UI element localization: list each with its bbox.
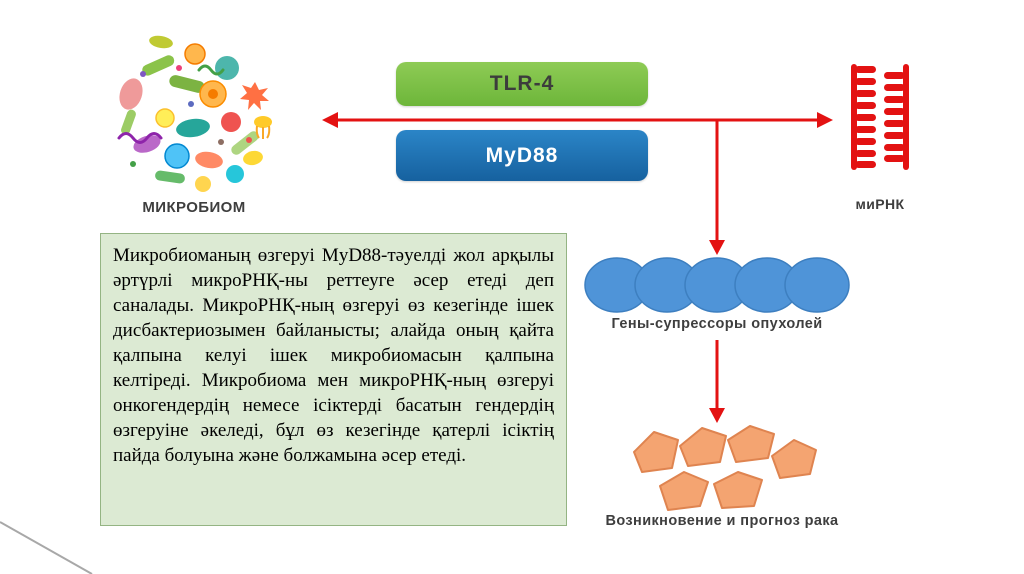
slide-corner-line [0, 521, 93, 574]
tlr4-box: TLR-4 [396, 62, 648, 106]
mirna-icon [851, 64, 909, 170]
suppressor-genes-label: Гены-супрессоры опухолей [611, 316, 823, 332]
tlr4-label: TLR-4 [489, 72, 555, 95]
description-textbox: Микробиоманың өзгеруі MyD88-тәуелді жол … [100, 233, 567, 526]
cancer-cells-illustration [633, 425, 817, 511]
microbiome-label: МИКРОБИОМ [142, 199, 246, 216]
myd88-box: MyD88 [396, 130, 648, 181]
mirna-label: миРНК [855, 196, 905, 212]
description-text: Микробиоманың өзгеруі MyD88-тәуелді жол … [113, 245, 554, 466]
myd88-label: MyD88 [485, 143, 559, 167]
cancer-label: Возникновение и прогноз рака [605, 513, 839, 529]
microbiome-illustration [117, 35, 272, 192]
suppressor-genes-illustration [584, 257, 850, 313]
